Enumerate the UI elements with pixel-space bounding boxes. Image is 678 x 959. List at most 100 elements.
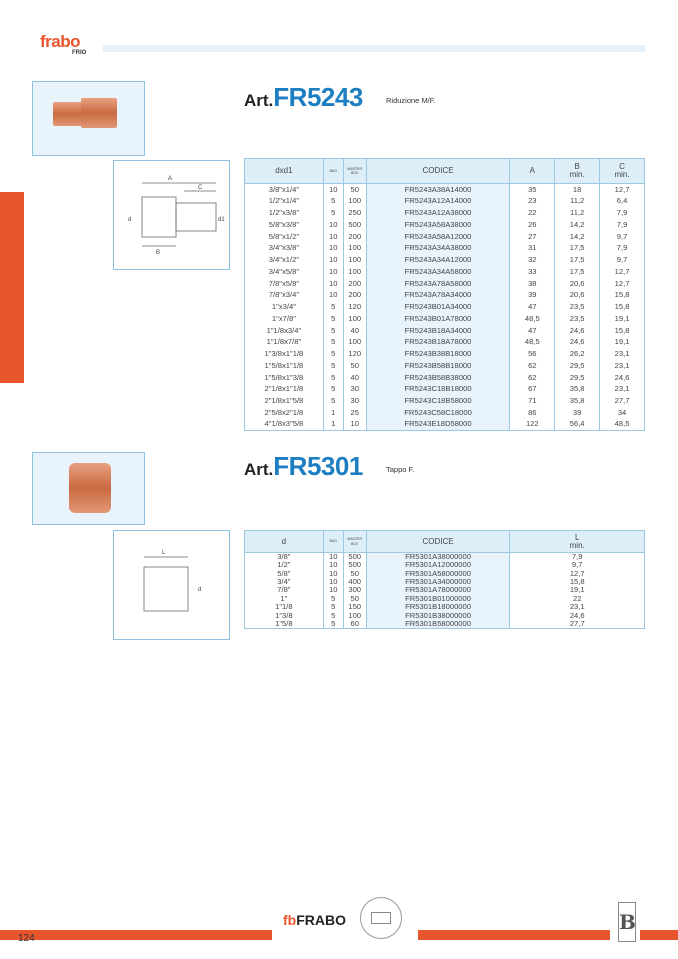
page-number: 124 — [18, 933, 35, 944]
table-cell: FR5301B38000000 — [365, 611, 510, 620]
table-cell: 1"5/8x1"1/8 — [244, 359, 324, 372]
table-cell: 5 — [322, 336, 344, 348]
table-cell: 10 — [322, 289, 344, 301]
table-cell: 34 — [599, 406, 645, 419]
table-cell: 1 — [322, 418, 344, 431]
table-cell: 24,6 — [554, 336, 600, 348]
table-cell: 33 — [509, 265, 555, 278]
table-cell: FR5301A78000000 — [365, 586, 510, 595]
table-cell: 62 — [509, 371, 555, 384]
table-cell: 1"x3/4" — [244, 301, 324, 313]
table-cell: 1"5/8 — [244, 619, 324, 629]
footer-bar-end — [640, 930, 678, 940]
reducer-drawing-icon: A C B d d1 — [128, 176, 225, 256]
table-cell: 35,8 — [554, 395, 600, 407]
table-cell: 23,1 — [599, 383, 645, 395]
table-cell: 39 — [554, 406, 600, 419]
table-cell: 250 — [342, 207, 367, 219]
article-desc: Riduzione M/F. — [386, 96, 436, 105]
table-cell: 10 — [322, 265, 344, 278]
table-cell: FR5301B01000000 — [365, 594, 510, 603]
table-cell: 38 — [509, 277, 555, 290]
product-image-fr5301 — [32, 452, 145, 525]
table-cell: 10 — [322, 578, 344, 587]
table-cell: 22 — [509, 207, 555, 219]
column-header: d — [244, 530, 324, 553]
svg-text:C: C — [198, 185, 203, 191]
technical-drawing-fr5243: A C B d d1 — [113, 160, 230, 270]
table-cell: 18 — [554, 183, 600, 196]
table-cell: 30 — [342, 395, 367, 407]
table-cell: 2"1/8x1"1/8 — [244, 383, 324, 395]
table-cell: 9,7 — [599, 230, 645, 243]
column-header: BAG — [322, 530, 344, 553]
table-cell: 1"x7/8" — [244, 312, 324, 325]
table-cell: 71 — [509, 395, 555, 407]
table-cell: 15,8 — [599, 301, 645, 313]
table-cell: 11,2 — [554, 195, 600, 207]
table-cell: 120 — [342, 348, 367, 360]
svg-text:L: L — [162, 550, 166, 556]
table-cell: 5 — [322, 195, 344, 207]
table-cell: FR5301A34000000 — [365, 578, 510, 587]
table-cell: 60 — [342, 619, 367, 629]
frabo-footer-logo: fbFRABO — [283, 912, 346, 928]
table-cell: 27,7 — [599, 395, 645, 407]
table-cell: 1/2" — [244, 561, 324, 570]
table-cell: 3/4"x5/8" — [244, 265, 324, 278]
art-label: Art. — [244, 91, 274, 110]
table-cell: 47 — [509, 301, 555, 313]
table-cell: 5 — [322, 611, 344, 620]
table-cell: 24,6 — [554, 324, 600, 337]
table-cell: 30 — [342, 383, 367, 395]
table-cell: FR5243A78A34000 — [365, 289, 510, 301]
table-cell: 1/2"x1/4" — [244, 195, 324, 207]
table-cell: 10 — [322, 277, 344, 290]
table-cell: FR5243B58B38000 — [365, 371, 510, 384]
table-cell: 5 — [322, 594, 344, 603]
table-cell: 23,1 — [599, 359, 645, 372]
table-cell: 10 — [322, 561, 344, 570]
table-cell: 11,2 — [554, 207, 600, 219]
table-cell: 1" — [244, 594, 324, 603]
header-bar — [103, 45, 645, 52]
table-cell: FR5243B38B18000 — [365, 348, 510, 360]
table-cell: 100 — [342, 336, 367, 348]
table-cell: 3/4"x1/2" — [244, 254, 324, 266]
table-cell: 23,1 — [599, 348, 645, 360]
table-cell: 300 — [342, 586, 367, 595]
table-cell: 17,5 — [554, 242, 600, 254]
table-cell: 86 — [509, 406, 555, 419]
table-cell: 200 — [342, 277, 367, 290]
table-cell: 39 — [509, 289, 555, 301]
table-cell: FR5243A58A12000 — [365, 230, 510, 243]
table-cell: 1"3/8x1"1/8 — [244, 348, 324, 360]
footer-bar-right — [418, 930, 610, 940]
table-cell: 5 — [322, 371, 344, 384]
table-cell: 1"1/8x7/8" — [244, 336, 324, 348]
table-cell: 5 — [322, 312, 344, 325]
column-header: A — [509, 158, 555, 184]
table-cell: 23,5 — [554, 312, 600, 325]
table-cell: 10 — [322, 552, 344, 561]
table-cell: 500 — [342, 218, 367, 231]
table-cell: 1/2"x3/8" — [244, 207, 324, 219]
table-cell: 19,1 — [509, 586, 645, 595]
table-cell: 23 — [509, 195, 555, 207]
table-cell: 1"1/8x3/4" — [244, 324, 324, 337]
